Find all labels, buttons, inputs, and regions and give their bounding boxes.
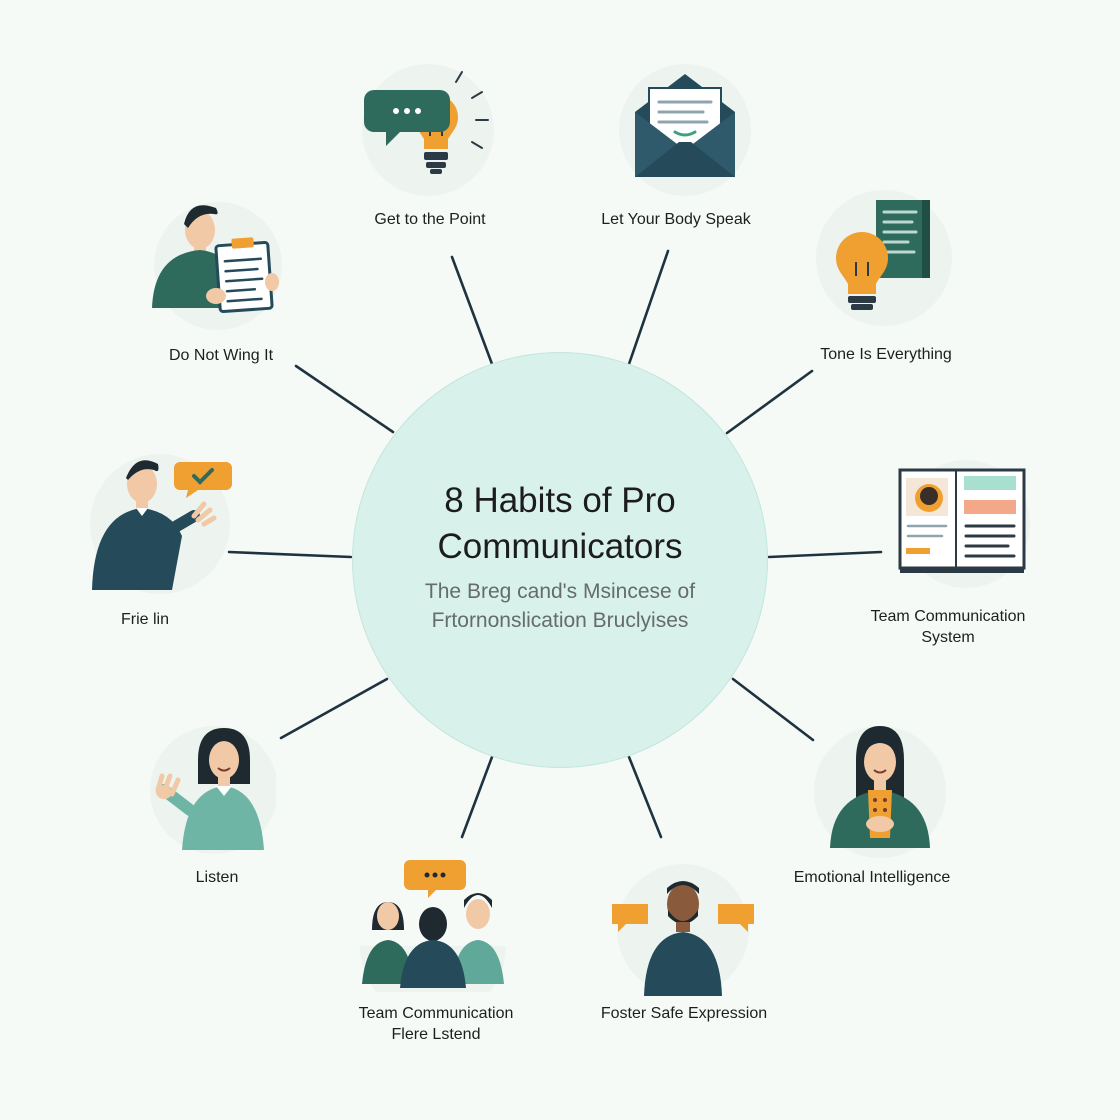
- connector-line: [725, 369, 814, 435]
- speech-bubble-lightbulb-icon: [362, 64, 494, 196]
- label-line-2: Flere Lstend: [391, 1026, 481, 1043]
- title-line-2: Communicators: [437, 527, 683, 566]
- node-label-listen: Listen: [195, 869, 239, 886]
- page-title: 8 Habits of Pro Communicators: [352, 478, 768, 570]
- woman-waving-icon: [150, 726, 276, 854]
- connector-line: [627, 249, 670, 366]
- woman-hands-clasped-icon: [814, 726, 946, 858]
- connector-line: [227, 550, 353, 559]
- man-speech-bubbles-icon: [612, 864, 754, 996]
- group-chat-icon: [360, 860, 506, 992]
- label-line-1: Team Communication: [358, 1005, 514, 1022]
- node-label-frie-lin: Frie lin: [120, 611, 170, 628]
- man-checkmark-bubble-icon: [90, 454, 232, 594]
- node-label-team-communication-flere-lstend: Team Communication Flere Lstend: [359, 1003, 514, 1045]
- node-label-let-your-body-speak: Let Your Body Speak: [601, 211, 751, 228]
- label-line-1: Team Communication: [870, 608, 1026, 625]
- node-label-get-to-the-point: Get to the Point: [374, 211, 486, 228]
- node-label-tone-is-everything: Tone Is Everything: [820, 346, 952, 363]
- node-label-emotional-intelligence: Emotional Intelligence: [793, 869, 951, 886]
- label-line-2: System: [921, 629, 975, 646]
- page-subtitle: The Breg cand's Msincese of Frtornonslic…: [352, 577, 768, 635]
- connector-line: [294, 364, 395, 434]
- man-clipboard-icon: [152, 202, 282, 330]
- connector-line: [627, 755, 663, 839]
- node-label-foster-safe-expression: Foster Safe Expression: [600, 1005, 768, 1022]
- presentation-board-icon: [898, 460, 1030, 588]
- connector-line: [279, 677, 389, 740]
- node-label-team-communication-system: Team Communication System: [871, 606, 1026, 648]
- title-line-1: 8 Habits of Pro: [444, 481, 676, 520]
- subtitle-line-1: The Breg cand's Msincese of: [424, 580, 696, 603]
- connector-line: [767, 550, 883, 559]
- connector-line: [731, 677, 815, 742]
- central-topic-circle: 8 Habits of Pro Communicators The Breg c…: [352, 352, 768, 768]
- subtitle-line-2: Frtornonslication Bruclyises: [431, 609, 689, 632]
- envelope-letter-icon: [619, 64, 751, 196]
- lightbulb-book-icon: [816, 190, 952, 326]
- node-label-do-not-wing-it: Do Not Wing It: [168, 347, 274, 364]
- connector-line: [450, 255, 494, 366]
- connector-line: [460, 755, 494, 839]
